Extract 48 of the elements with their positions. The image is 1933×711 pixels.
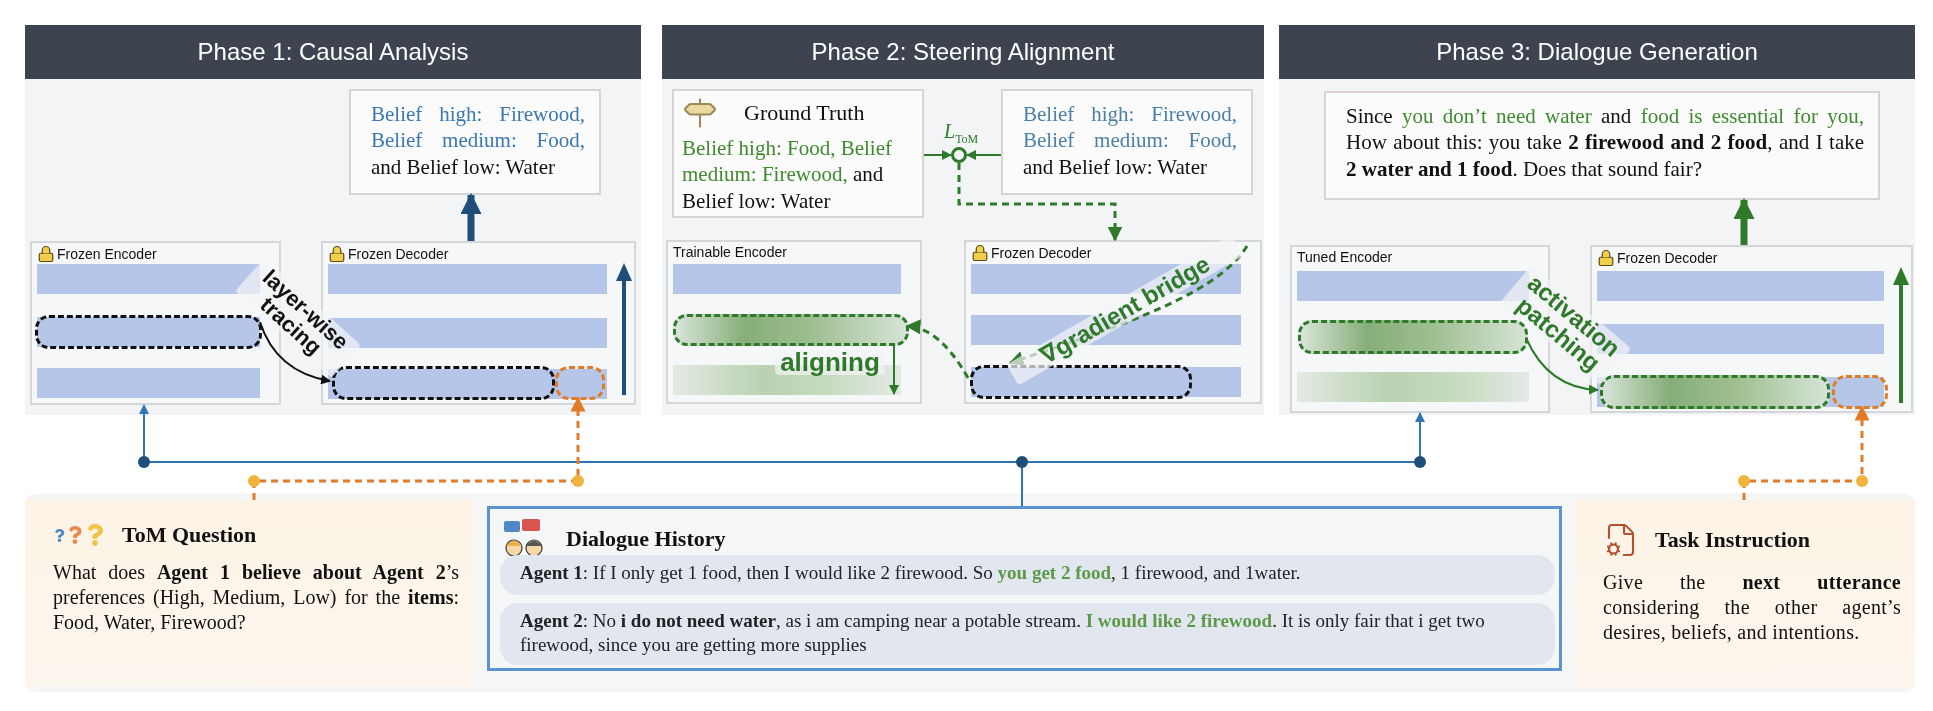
connector-arrow: [1742, 405, 1870, 500]
box-heading: Ground Truth: [744, 100, 865, 126]
phase-panel: [1279, 25, 1915, 415]
output-box: [349, 89, 601, 195]
question-panel: [25, 500, 473, 686]
connector-arrow: [252, 396, 586, 500]
phase-header: Phase 1: Causal Analysis: [25, 25, 641, 79]
output-box: [1001, 89, 1253, 195]
connector-arrow: [460, 192, 482, 241]
connector-arrow: [966, 150, 1002, 160]
connector-arrow: [1525, 337, 1599, 395]
highlighted-layer: [35, 315, 262, 349]
highlighted-layer: [1600, 375, 1830, 409]
panel-heading: Dialogue History: [566, 526, 726, 552]
connector-arrow: [1733, 197, 1755, 245]
highlighted-layer: [673, 314, 909, 346]
instruction-panel: [1575, 500, 1915, 688]
phase-panel: [25, 25, 641, 415]
panel-text: Give the next utterance considering the other agent’s desires, beliefs, and intentions.: [1603, 570, 1901, 645]
module-label: Tuned Encoder: [1297, 249, 1393, 265]
output-text: Since you don’t need water and food is essential for you, How about this: you take 2 firewood and 2 food, and I take 2 water and 1 food. Does that sound fair?: [1346, 103, 1864, 182]
connector-arrow: [923, 150, 952, 160]
connector-arrow: [957, 163, 1123, 242]
dialogue-turn: Agent 2: No i do not need water, as i am camping near a potable stream. I would like 2 firewood. It is only fair that i get two firewood, since you are getting more supplies: [520, 609, 1486, 657]
loss-label: L$_{ToM}$: [944, 120, 979, 147]
dialogue-turn: Agent 1: If I only get 1 food, then I would like 2 firewood. So you get 2 food, 1 firewood, and 1water.: [520, 561, 1302, 585]
ground-truth-box: [672, 89, 924, 218]
phase-header: Phase 3: Dialogue Generation: [1279, 25, 1915, 79]
panel-text: What does Agent 1 believe about Agent 2’s preferences (High, Medium, Low) for the items: Food, Water, Firewood?: [53, 560, 459, 635]
edge-label: aligning: [775, 349, 885, 375]
connector-arrow: [889, 343, 899, 395]
module-label: Frozen Encoder: [57, 246, 157, 262]
output-text: Belief high: Firewood, Belief medium: Food, and Belief low: Water: [1023, 101, 1237, 180]
module-label: Trainable Encoder: [673, 244, 787, 260]
phase-panel: [662, 25, 1264, 415]
dialogue-bubble: [500, 555, 1555, 595]
connector-arrow: [905, 320, 970, 379]
module-label: Frozen Decoder: [1617, 250, 1718, 266]
output-box: [1324, 91, 1880, 200]
token-position-marker: [555, 366, 605, 400]
connector-arrow: [259, 321, 331, 385]
panel-heading: ToM Question: [122, 522, 257, 548]
ground-truth-text: Belief high: Food, Belief medium: Firewood, and Belief low: Water: [682, 135, 893, 214]
token-position-marker: [1832, 375, 1888, 409]
phase-header: Phase 2: Steering Alignment: [662, 25, 1264, 79]
panel-heading: Task Instruction: [1655, 527, 1811, 553]
output-text: Belief high: Firewood, Belief medium: Food, and Belief low: Water: [371, 101, 585, 180]
dialogue-history-panel: [487, 506, 1562, 671]
